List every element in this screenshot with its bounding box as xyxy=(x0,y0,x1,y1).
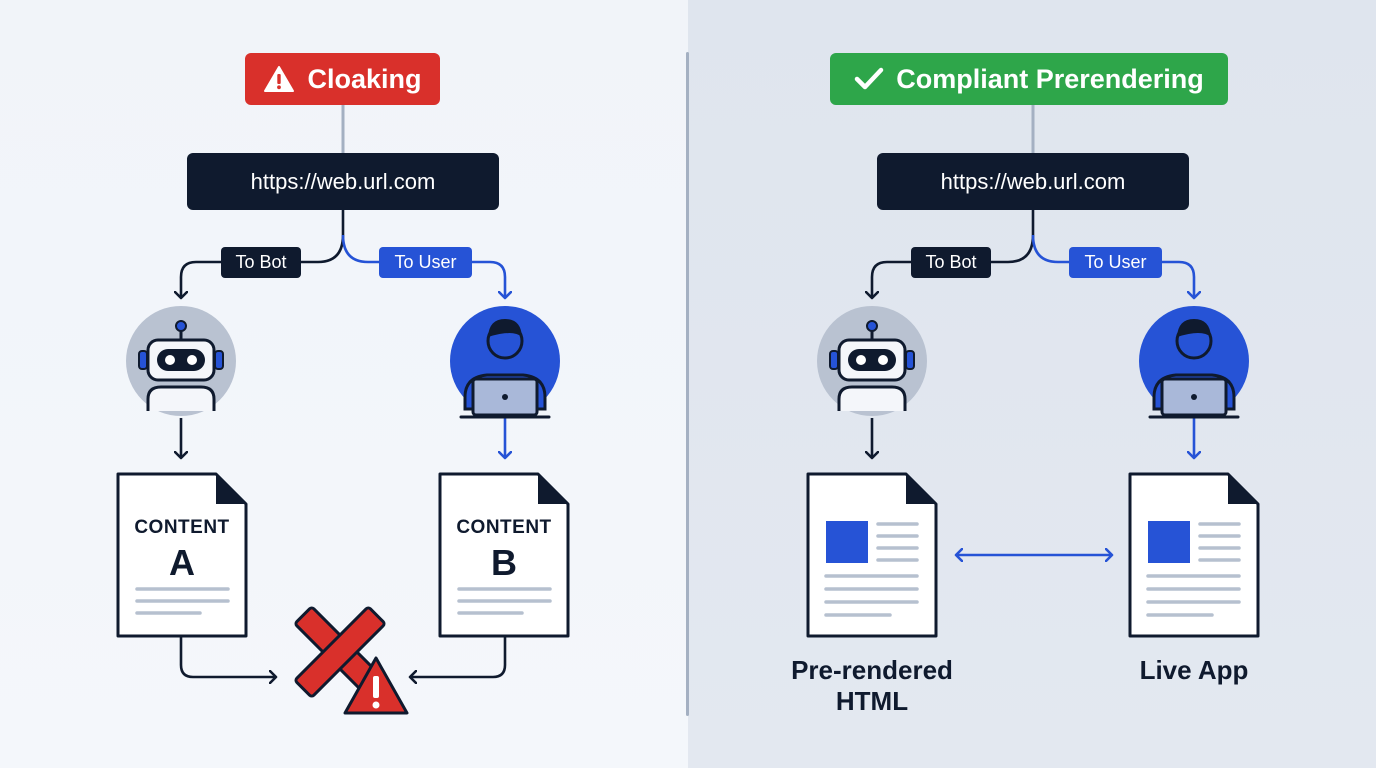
to-user-tag: To User xyxy=(379,247,472,278)
cloaking-connectors xyxy=(181,105,505,677)
robot-icon xyxy=(126,306,236,416)
url-box: https://web.url.com xyxy=(187,153,499,210)
prerendering-title: Compliant Prerendering xyxy=(830,53,1228,105)
cloaking-title-text: Cloaking xyxy=(307,63,422,94)
to-user-arrow xyxy=(341,234,505,298)
cloaking-title: Cloaking xyxy=(245,53,440,105)
user-laptop-icon-right xyxy=(1139,306,1249,419)
document-b xyxy=(438,472,570,638)
alert-triangle-icon xyxy=(343,656,409,715)
doc-b-to-x-arrow xyxy=(410,637,507,677)
doc-a-to-x-arrow xyxy=(179,637,276,677)
document-a xyxy=(116,472,248,638)
red-x-icon xyxy=(294,606,386,698)
prerendering-title-text: Compliant Prerendering xyxy=(896,63,1204,94)
to-bot-tag-right: To Bot xyxy=(911,247,991,278)
caption-line-2: HTML xyxy=(835,686,909,716)
user-laptop-icon xyxy=(450,306,560,419)
prerendered-html-caption: Pre-rendered HTML xyxy=(772,655,972,717)
url-box-right: https://web.url.com xyxy=(877,153,1189,210)
doc-a-label: CONTENT xyxy=(134,517,230,538)
caption-line-1: Pre-rendered xyxy=(791,655,953,685)
prerendering-connectors xyxy=(872,105,1194,555)
prerendered-html-document xyxy=(806,472,938,638)
live-app-document xyxy=(1128,472,1260,638)
doc-b-label: CONTENT xyxy=(456,517,552,538)
doc-a-letter: A xyxy=(169,542,195,583)
doc-b-letter: B xyxy=(491,542,517,583)
to-bot-tag: To Bot xyxy=(221,247,301,278)
to-user-arrow-right xyxy=(1031,234,1194,298)
checkmark-icon xyxy=(854,67,884,90)
warning-icon xyxy=(264,66,295,92)
live-app-caption: Live App xyxy=(1139,655,1249,685)
robot-icon-right xyxy=(817,306,927,416)
to-user-tag-right: To User xyxy=(1069,247,1162,278)
panel-divider xyxy=(686,52,689,716)
